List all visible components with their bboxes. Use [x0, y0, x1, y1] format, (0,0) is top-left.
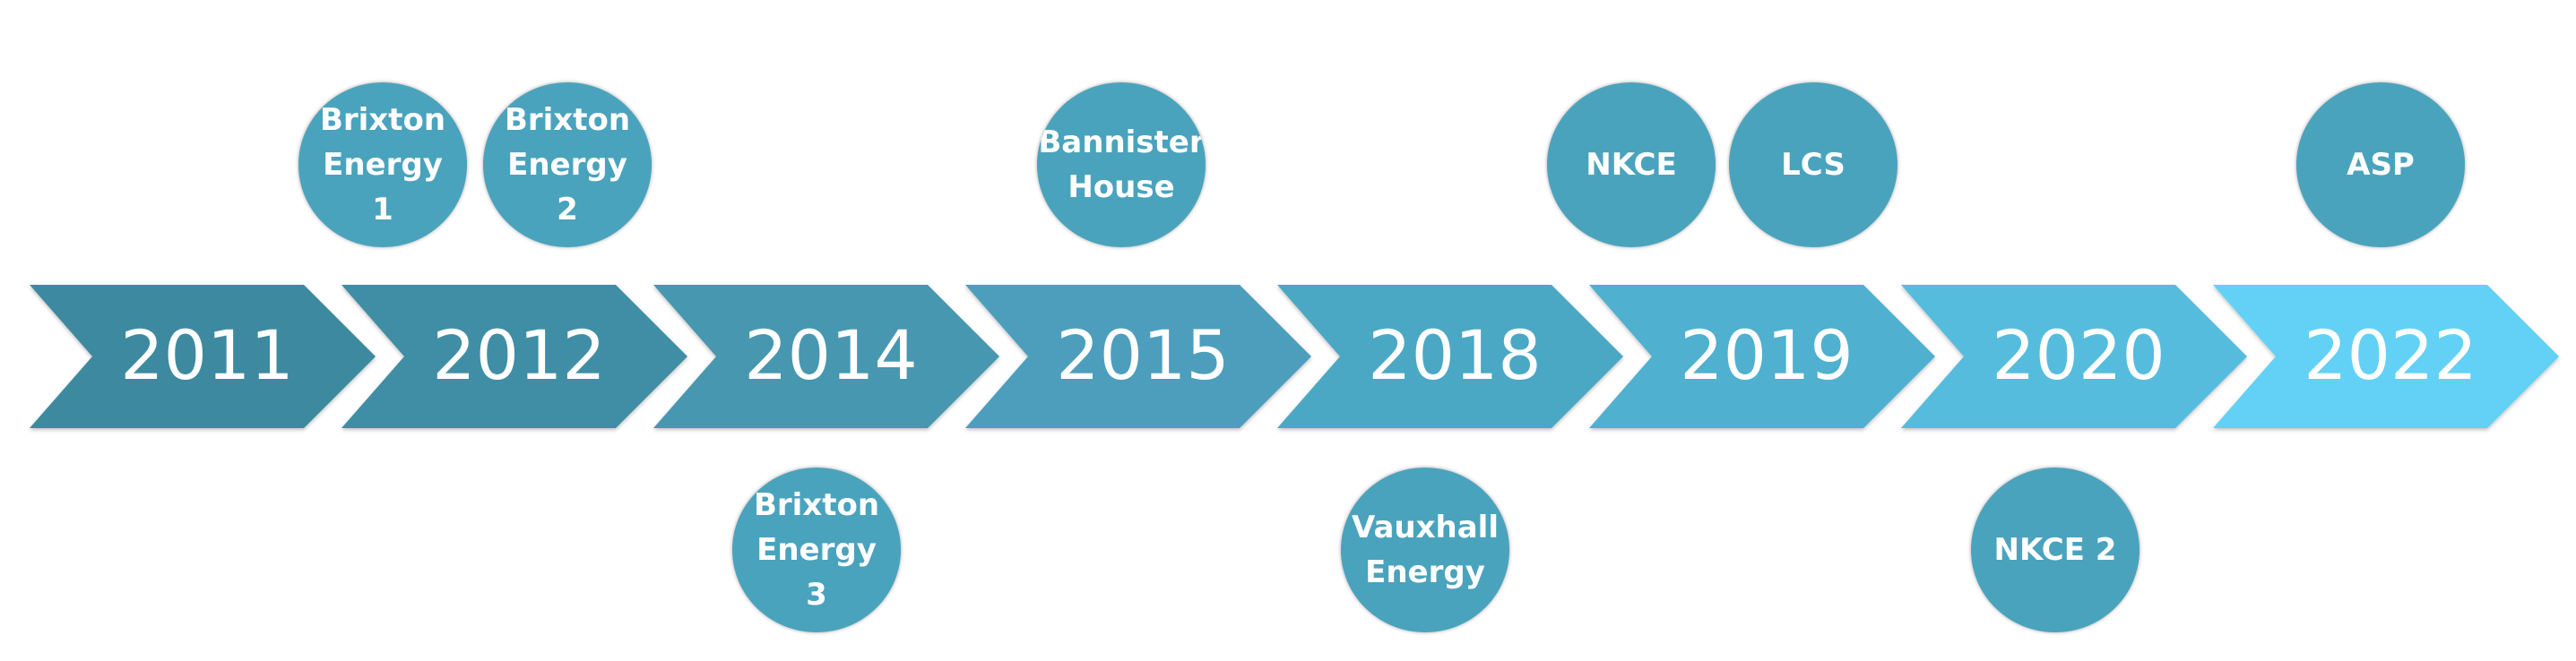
project-label: Bannister House [1038, 124, 1205, 205]
project-brixton-energy-2: Brixton Energy 2 [483, 82, 652, 247]
project-asp: ASP [2296, 82, 2465, 247]
project-label: LCS [1781, 147, 1846, 183]
project-brixton-energy-3: Brixton Energy 3 [732, 468, 901, 632]
project-label: NKCE 2 [1993, 532, 2117, 568]
project-label: ASP [2347, 147, 2415, 183]
year-label: 2011 [120, 315, 293, 395]
year-label: 2012 [432, 315, 605, 395]
chevron-shape [30, 285, 376, 428]
year-chevron-2022: 2022 [2213, 285, 2559, 428]
chevron-shape [1901, 285, 2247, 428]
chevron-shape [341, 285, 687, 428]
year-chevron-2018: 2018 [1277, 285, 1623, 428]
year-chevron-2014: 2014 [653, 285, 999, 428]
year-chevron-2015: 2015 [965, 285, 1311, 428]
year-label: 2014 [744, 315, 917, 395]
chevron-shape [1277, 285, 1623, 428]
project-label: Brixton Energy 2 [504, 102, 631, 227]
project-label: Brixton Energy 1 [319, 102, 446, 227]
chevron-shape [653, 285, 999, 428]
project-label: Brixton Energy 3 [753, 487, 880, 613]
year-chevron-2012: 2012 [341, 285, 687, 428]
chevron-shape [965, 285, 1311, 428]
project-lcs: LCS [1729, 82, 1897, 247]
chevron-shape [1589, 285, 1935, 428]
project-bannister-house: Bannister House [1037, 82, 1206, 247]
year-label: 2018 [1368, 315, 1541, 395]
project-label: Vauxhall Energy [1352, 510, 1499, 590]
project-vauxhall-energy: Vauxhall Energy [1341, 468, 1509, 632]
project-nkce-2: NKCE 2 [1971, 468, 2139, 632]
year-label: 2015 [1056, 315, 1229, 395]
year-label: 2020 [1992, 315, 2165, 395]
year-label: 2022 [2304, 315, 2477, 395]
project-brixton-energy-1: Brixton Energy 1 [298, 82, 467, 247]
year-chevron-2020: 2020 [1901, 285, 2247, 428]
chevron-shape [2213, 285, 2559, 428]
project-nkce: NKCE [1547, 82, 1716, 247]
year-chevron-2019: 2019 [1589, 285, 1935, 428]
year-chevron-2011: 2011 [30, 285, 376, 428]
project-label: NKCE [1586, 147, 1677, 183]
year-label: 2019 [1680, 315, 1853, 395]
